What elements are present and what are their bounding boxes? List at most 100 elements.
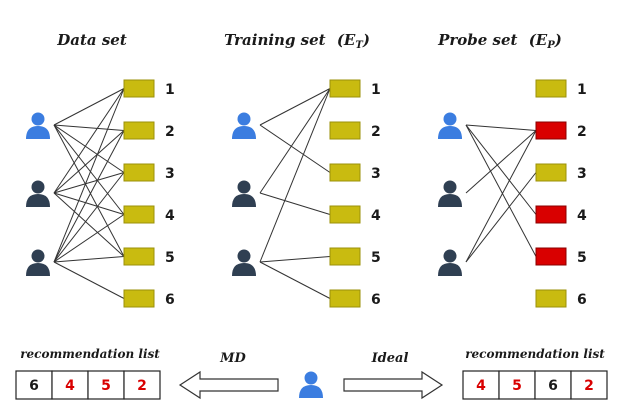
edge-user2-item4 [259,192,331,215]
md-left-arrow [178,370,279,400]
user-icon-3 [438,249,462,276]
panel-title-probe-main: Probe set [437,31,517,49]
item-number-2: 2 [577,124,587,140]
item-box-4 [123,205,155,224]
item-box-2 [329,121,361,140]
edge-user3-item5 [259,256,331,263]
item-box-1 [123,79,155,98]
item-number-3: 3 [165,166,175,182]
user-icon-1 [438,112,462,139]
edge-user3-item1 [53,88,125,263]
item-number-6: 6 [165,292,175,308]
item-number-4: 4 [371,208,381,224]
edge-user1-item2 [465,124,537,131]
item-box-3 [535,163,567,182]
edge-user2-item5 [53,192,125,257]
center-target-user-icon [299,371,323,398]
item-box-5 [329,247,361,266]
item-number-1: 1 [371,82,381,98]
edge-user3-item2 [465,130,537,263]
list-cell-4 [123,370,161,400]
user-icon-1 [26,112,50,139]
edge-user3-item1 [259,88,331,263]
panel-1: 1 2 3 4 5 6 [26,79,175,308]
left-recommendation-list-label: recommendation list [20,347,160,361]
edge-user2-item2 [465,130,537,194]
user-icon-3 [232,249,256,276]
item-number-2: 2 [371,124,381,140]
right-recommendation-list-label: recommendation list [465,347,605,361]
list-cell-2 [51,370,89,400]
item-number-3: 3 [577,166,587,182]
item-box-2 [535,121,567,140]
list-cell-3 [534,370,572,400]
edge-user3-item6 [53,261,125,299]
edge-user1-item1 [53,88,125,126]
user-icon-2 [26,180,50,207]
edge-user1-item2 [53,124,125,131]
list-item-3: 5 [101,378,111,394]
edge-user3-item3 [53,172,125,263]
list-item-1: 4 [476,378,486,394]
item-number-3: 3 [371,166,381,182]
edge-user2-item2 [53,130,125,194]
list-cell-4 [570,370,608,400]
center-user-icon [299,371,323,398]
list-cell-1 [462,370,500,400]
edge-user2-item1 [259,88,331,194]
edge-user2-item1 [53,88,125,194]
panel-title-training-close: ) [362,31,370,49]
item-number-5: 5 [165,250,175,266]
item-number-4: 4 [165,208,175,224]
item-number-1: 1 [577,82,587,98]
item-box-4 [535,205,567,224]
item-number-6: 6 [371,292,381,308]
item-number-2: 2 [165,124,175,140]
panel-title-training-symbol: (E [337,31,356,49]
list-cell-3 [87,370,125,400]
user-icon-2 [438,180,462,207]
user-icon-2 [232,180,256,207]
edge-user1-item1 [259,88,331,126]
item-box-3 [329,163,361,182]
edge-user3-item3 [465,172,537,263]
edge-user2-item4 [53,192,125,215]
item-box-4 [329,205,361,224]
item-box-2 [123,121,155,140]
edge-user3-item2 [53,130,125,263]
item-box-6 [535,289,567,308]
list-item-4: 2 [137,378,147,394]
panel-title-probe-subscript: P [546,40,555,51]
item-box-5 [535,247,567,266]
edge-user1-item3 [53,124,125,173]
item-number-1: 1 [165,82,175,98]
item-box-3 [123,163,155,182]
edge-user3-item6 [259,261,331,299]
edge-user3-item4 [53,214,125,263]
list-item-2: 4 [65,378,75,394]
item-box-6 [329,289,361,308]
list-cell-2 [498,370,536,400]
item-box-5 [123,247,155,266]
panel-title-training-subscript: T [355,40,364,51]
list-item-2: 5 [512,378,522,394]
edge-user1-item4 [53,124,125,215]
edge-user1-item5 [53,124,125,257]
panel-title-training-main: Training set [224,31,326,49]
panel-title-training-set: Training set (ET) [224,31,370,51]
item-number-6: 6 [577,292,587,308]
ideal-arrow-label: Ideal [371,351,409,366]
user-icon-1 [232,112,256,139]
edge-user1-item4 [465,124,537,215]
item-box-1 [329,79,361,98]
item-number-5: 5 [577,250,587,266]
list-item-3: 6 [548,378,558,394]
panel-title-probe-symbol: (E [529,31,548,49]
panel-title-probe-set: Probe set (EP) [437,31,562,51]
edge-user1-item3 [259,124,331,173]
